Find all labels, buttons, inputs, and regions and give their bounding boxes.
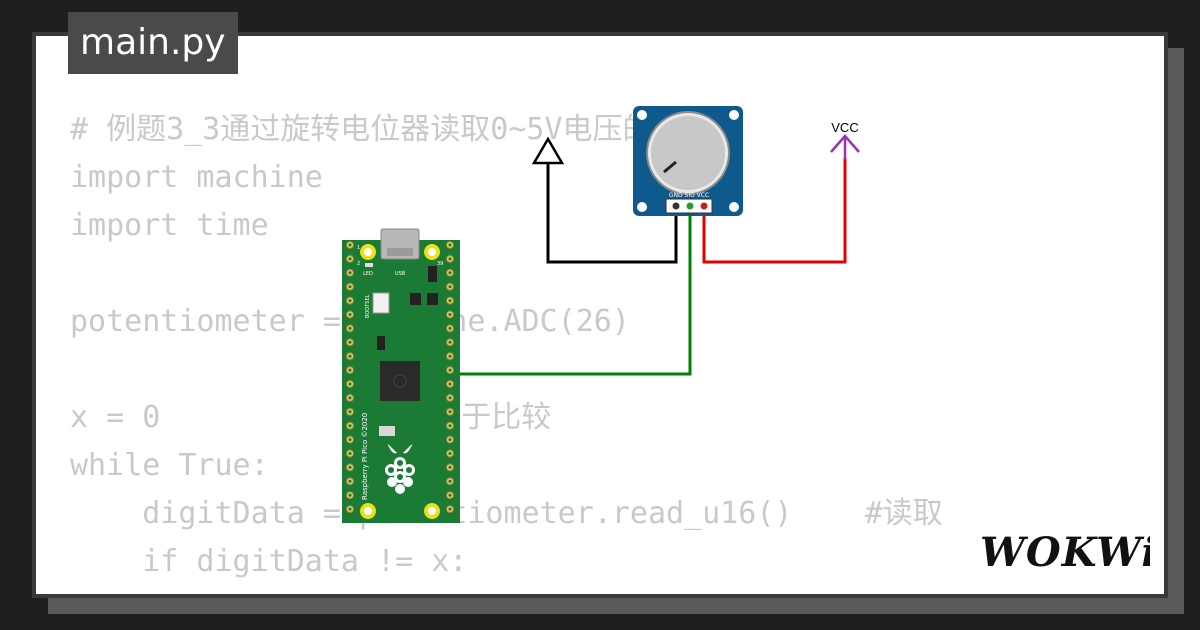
header-pin-hole bbox=[348, 368, 352, 372]
bootsel-button[interactable] bbox=[372, 292, 390, 314]
code-line: # 例题3_3通过旋转电位器读取0~5V电压的ADC bbox=[70, 112, 707, 147]
header-pin-hole bbox=[348, 465, 352, 469]
pin2-label: 2 bbox=[357, 261, 360, 267]
pin39-label: 39 bbox=[437, 261, 443, 267]
potentiometer[interactable]: GND SIG VCC bbox=[633, 106, 743, 216]
ground-symbol-icon[interactable] bbox=[531, 136, 565, 165]
header-pin-hole bbox=[348, 299, 352, 303]
header-pin-hole bbox=[348, 396, 352, 400]
header-pin-hole bbox=[448, 382, 452, 386]
regulator bbox=[428, 266, 437, 282]
header-pin-hole bbox=[448, 271, 452, 275]
chip-small bbox=[377, 336, 385, 350]
header-pin-hole bbox=[448, 452, 452, 455]
header-pin-hole bbox=[448, 326, 452, 330]
header-pin-hole bbox=[348, 479, 352, 483]
header-pin-hole bbox=[448, 493, 452, 497]
header-pin-hole bbox=[448, 479, 452, 483]
vcc-wire[interactable] bbox=[702, 158, 847, 264]
header-pin-hole bbox=[448, 438, 452, 442]
raspberry-pi-pico[interactable]: USB LED 1 2 39 BOOTSEL Raspberry Pi Pico… bbox=[342, 228, 460, 523]
header-pin-hole bbox=[348, 243, 352, 247]
header-pin-hole bbox=[448, 396, 452, 400]
signal-wire[interactable] bbox=[448, 205, 692, 376]
code-line: print(digitData, " ", 3.3*65535/digitDat… bbox=[70, 586, 1081, 594]
header-pin-hole bbox=[348, 257, 352, 261]
header-pin-hole bbox=[448, 507, 452, 511]
header-pin-hole bbox=[348, 326, 352, 330]
bootsel-label: BOOTSEL bbox=[365, 294, 371, 318]
header-pin-hole bbox=[348, 438, 352, 442]
wokwi-logo-text: WOKWi bbox=[980, 529, 1150, 576]
debug-pads bbox=[379, 426, 395, 436]
header-pin-hole bbox=[448, 354, 452, 358]
code-line: if digitData != x: bbox=[70, 544, 468, 579]
vcc-label: VCC bbox=[831, 120, 858, 135]
header-pin-hole bbox=[348, 410, 352, 414]
header-pin-hole bbox=[348, 507, 352, 511]
led-indicator bbox=[365, 263, 373, 267]
header-pin-hole bbox=[448, 424, 452, 428]
led-label: LED bbox=[363, 271, 373, 277]
header-pin-hole bbox=[448, 465, 452, 469]
header-pin-hole bbox=[348, 424, 352, 428]
flash-chip bbox=[427, 293, 438, 305]
header-pin-hole bbox=[348, 452, 352, 455]
header-pin-hole bbox=[348, 354, 352, 358]
header-pin-hole bbox=[448, 410, 452, 414]
crystal bbox=[410, 293, 421, 305]
pot-pin-labels: GND SIG VCC bbox=[669, 192, 709, 199]
header-pin-hole bbox=[348, 313, 352, 316]
header-pin-hole bbox=[448, 340, 452, 344]
pico-right-pins bbox=[445, 240, 455, 514]
usb-label: USB bbox=[395, 271, 406, 277]
knob-indicator bbox=[663, 160, 677, 174]
code-line: import time bbox=[70, 208, 269, 243]
rp2040-chip bbox=[380, 361, 420, 401]
header-pin-hole bbox=[448, 243, 452, 247]
header-pin-hole bbox=[448, 257, 452, 261]
pico-left-pins bbox=[345, 240, 355, 514]
gnd-wire[interactable] bbox=[546, 163, 678, 264]
header-pin-hole bbox=[348, 271, 352, 275]
header-pin-hole bbox=[448, 299, 452, 303]
pin1-label: 1 bbox=[357, 245, 360, 251]
vcc-symbol-icon[interactable] bbox=[830, 134, 860, 160]
raspberry-logo-icon bbox=[385, 444, 415, 494]
code-line: while True: bbox=[70, 448, 269, 483]
header-pin-hole bbox=[348, 493, 352, 497]
header-pin-hole bbox=[448, 368, 452, 372]
code-line: import machine bbox=[70, 160, 323, 195]
header-pin-hole bbox=[448, 285, 452, 289]
header-pin-hole bbox=[348, 382, 352, 386]
filename-tab[interactable]: main.py bbox=[68, 12, 238, 74]
wokwi-logo[interactable]: WOKWi bbox=[978, 524, 1150, 578]
header-pin-hole bbox=[348, 285, 352, 289]
header-pin-hole bbox=[348, 340, 352, 344]
board-name: Raspberry Pi Pico ©2020 bbox=[361, 413, 369, 500]
header-pin-hole bbox=[448, 313, 452, 316]
